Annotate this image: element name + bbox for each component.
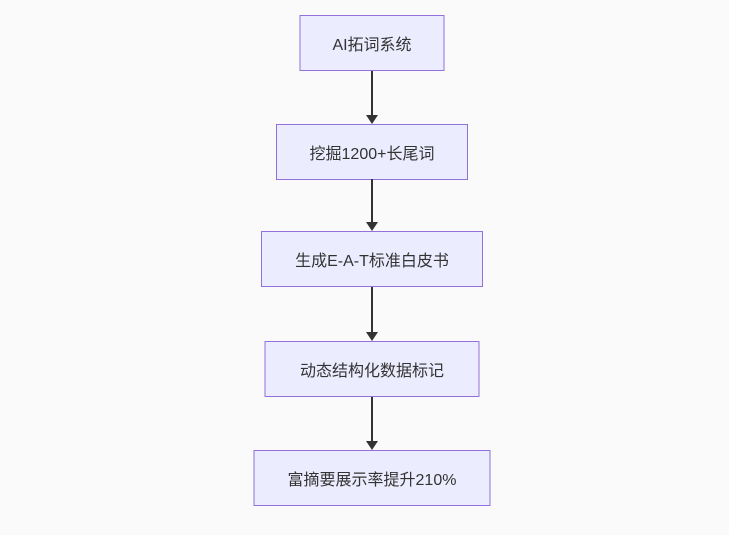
edge-line <box>371 179 373 225</box>
edge-line <box>371 71 373 118</box>
arrowhead-down-icon <box>366 222 378 231</box>
edge-line <box>371 287 373 335</box>
flow-node-step-3: 生成E-A-T标准白皮书 <box>261 231 483 287</box>
flow-arrow-4 <box>366 397 378 450</box>
edge-line <box>371 397 373 444</box>
flow-arrow-2 <box>366 179 378 231</box>
arrowhead-down-icon <box>366 332 378 341</box>
flow-node-step-1: AI拓词系统 <box>299 15 445 71</box>
flow-node-label: AI拓词系统 <box>332 37 412 54</box>
flow-node-step-2: 挖掘1200+长尾词 <box>276 124 468 180</box>
flow-node-label: 生成E-A-T标准白皮书 <box>295 253 449 270</box>
flow-arrow-1 <box>366 71 378 124</box>
flow-node-label: 动态结构化数据标记 <box>299 363 444 380</box>
arrowhead-down-icon <box>366 441 378 450</box>
flow-node-step-4: 动态结构化数据标记 <box>264 341 480 397</box>
arrowhead-down-icon <box>366 115 378 124</box>
flow-arrow-3 <box>366 287 378 341</box>
flow-node-step-5: 富摘要展示率提升210% <box>253 450 491 506</box>
flow-node-label: 挖掘1200+长尾词 <box>309 146 435 163</box>
flow-node-label: 富摘要展示率提升210% <box>287 472 457 489</box>
